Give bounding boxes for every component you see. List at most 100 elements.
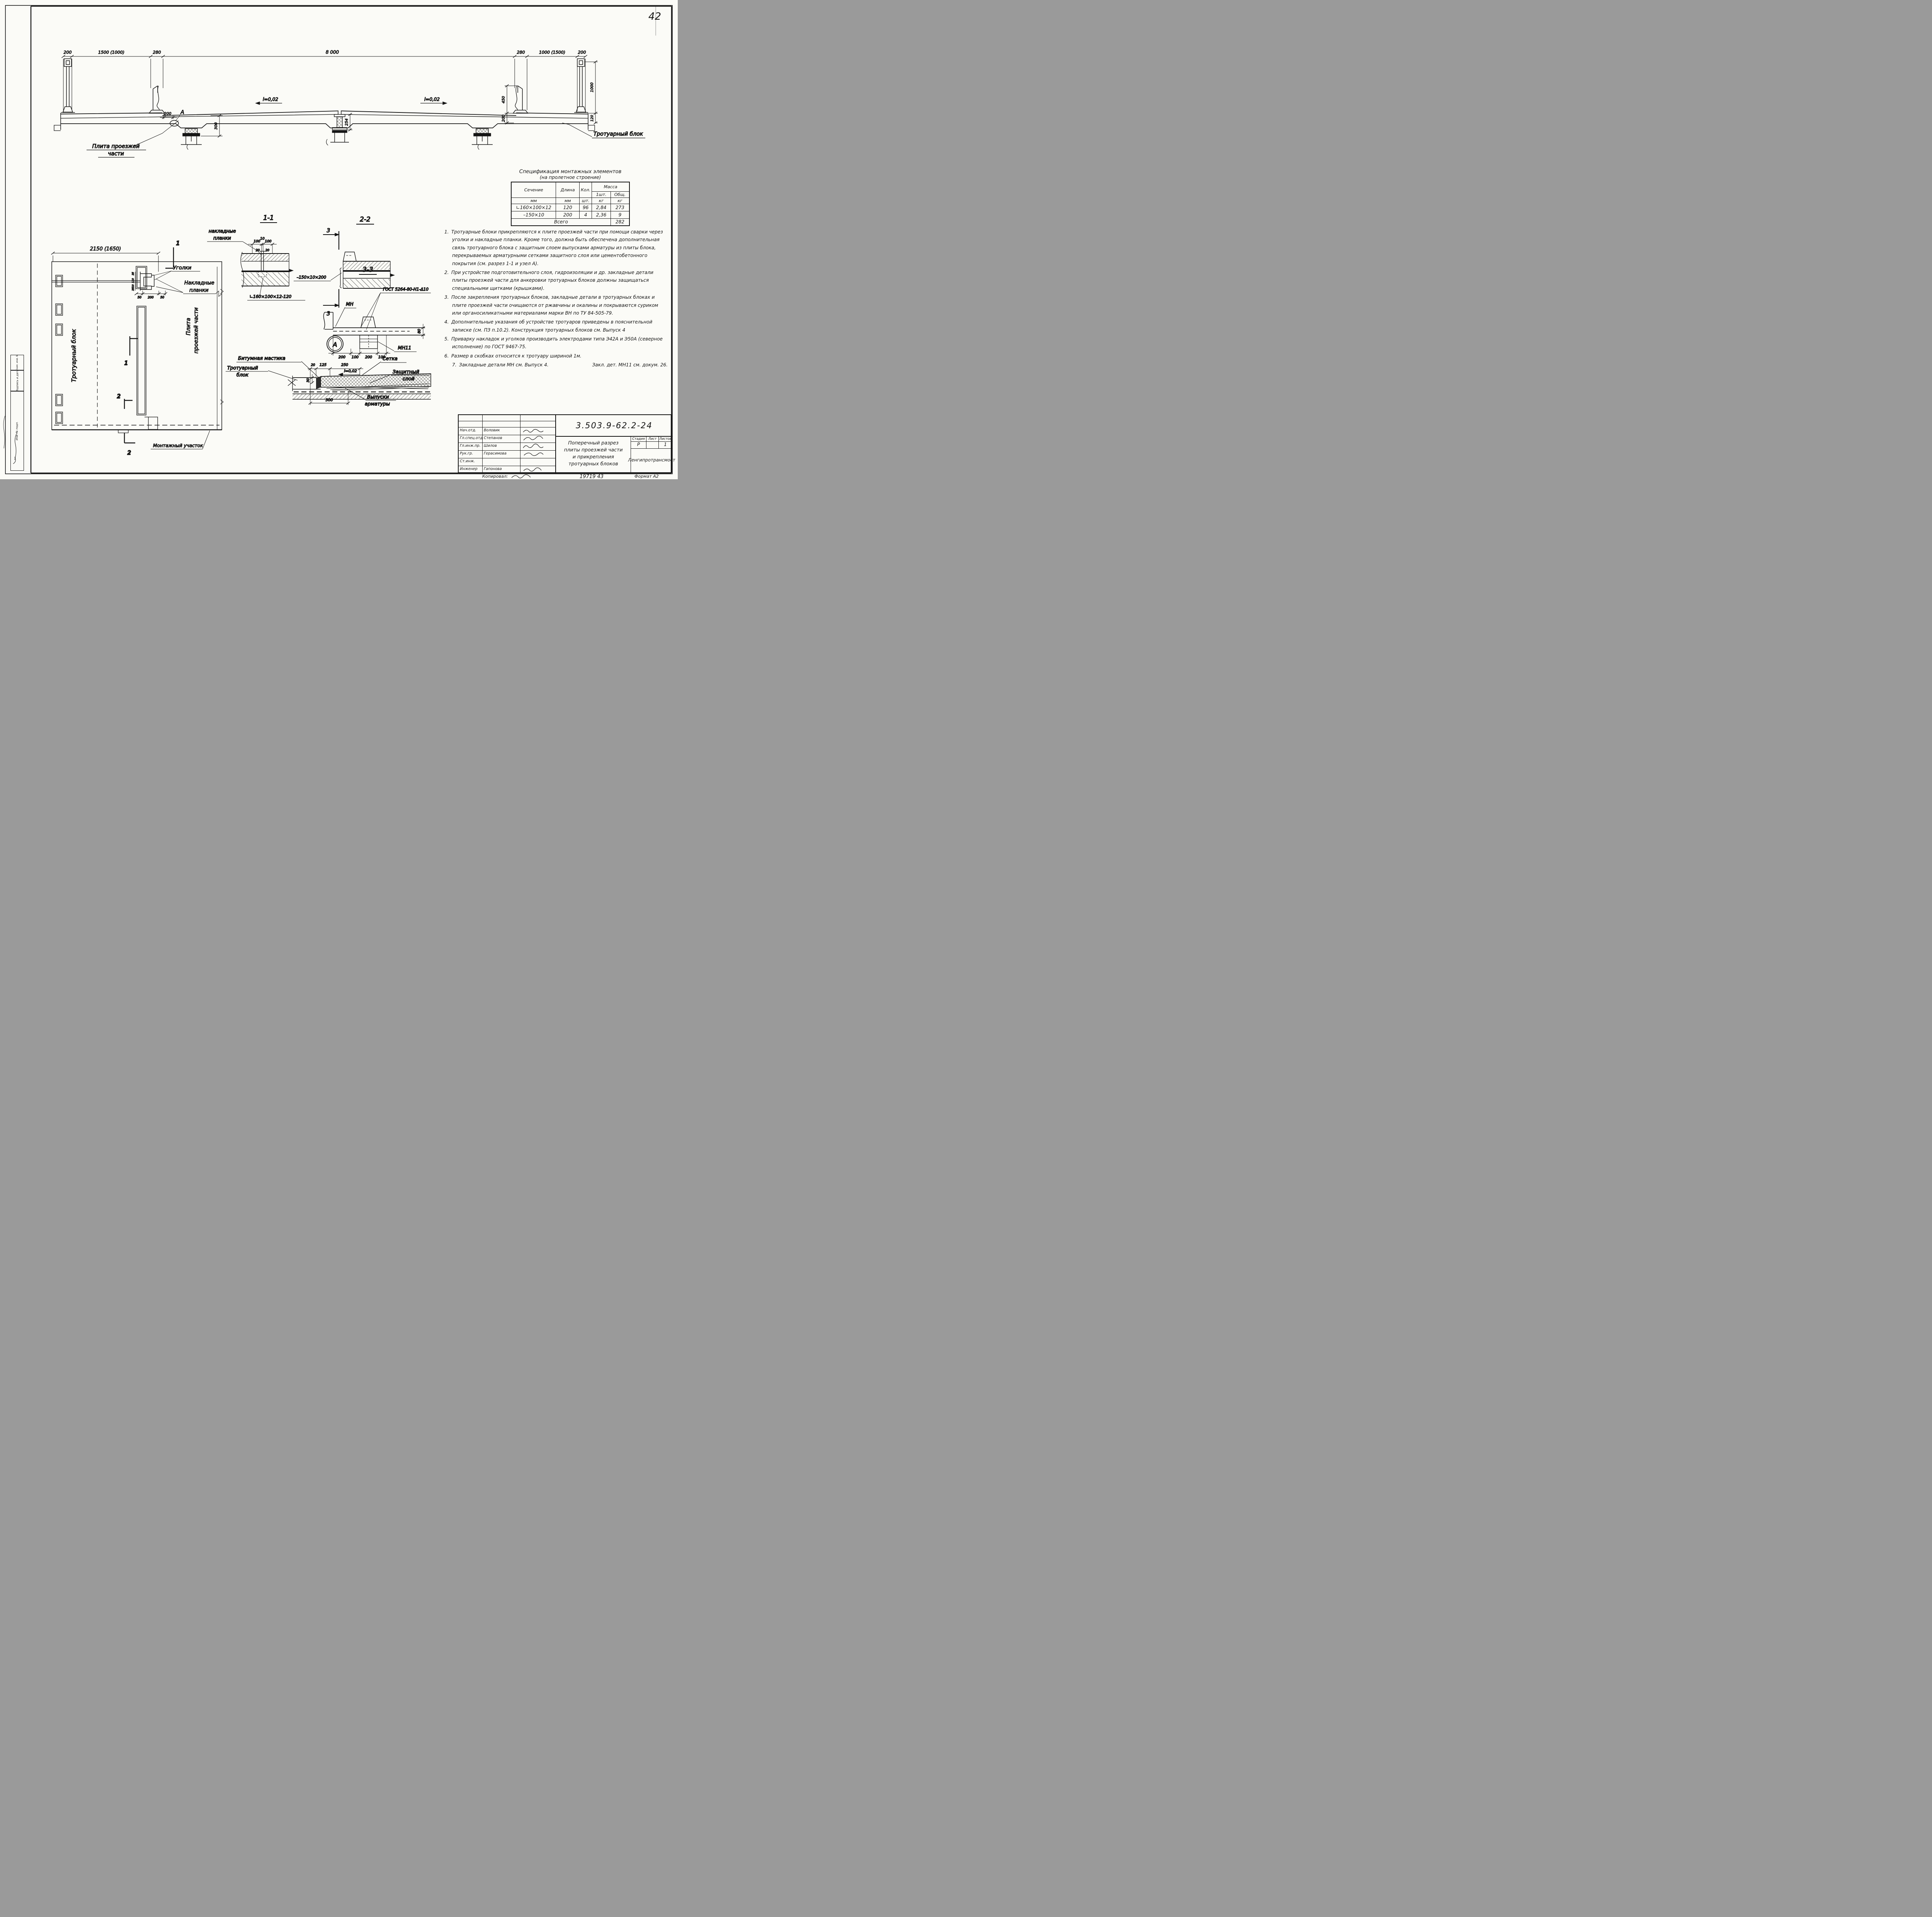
dim: 280 bbox=[153, 50, 161, 55]
detail-2-2: 2-2 3 3 –150×10×200 bbox=[294, 215, 395, 317]
dim-254: 254 bbox=[345, 112, 352, 132]
role-row: Инженер Гапонова bbox=[459, 466, 555, 474]
cell-qty: 96 bbox=[579, 203, 592, 211]
document-number: 3.503.9-62.2-24 bbox=[555, 415, 672, 437]
dim: 450 bbox=[502, 96, 506, 103]
label-zone: Монтажный участок bbox=[153, 443, 203, 448]
cell-total: 273 bbox=[610, 203, 630, 211]
dim: 254 bbox=[345, 118, 349, 126]
label-slab-rot2: проезжей части bbox=[193, 307, 199, 353]
label-plates: планки bbox=[213, 235, 231, 241]
detail-title: 3-3 bbox=[362, 266, 373, 274]
label-plates: накладные bbox=[209, 228, 236, 234]
callout-angle: ∟160×100×12-120 bbox=[250, 294, 292, 299]
dim: 2150 (1650) bbox=[90, 246, 121, 252]
left-sidewalk-wall bbox=[148, 85, 165, 114]
slope-right: i=0,02 bbox=[424, 97, 440, 102]
format-label: Формат А2 bbox=[634, 474, 659, 479]
dim-1000-120: 1000 120 bbox=[585, 60, 598, 125]
note-text: Размер в скобках относится к тротуару ши… bbox=[451, 353, 582, 359]
note-5: 5.Приварку накладок и уголков производит… bbox=[444, 335, 668, 351]
unit: кг bbox=[592, 197, 611, 204]
note-number: 2. bbox=[444, 269, 449, 275]
name: Степанов bbox=[483, 435, 520, 443]
dim: 200 bbox=[164, 112, 171, 116]
name bbox=[483, 458, 520, 466]
cell-total: 9 bbox=[610, 211, 630, 219]
label-block: блок bbox=[236, 372, 248, 378]
detail-title: 2-2 bbox=[360, 216, 371, 223]
copied-signature bbox=[511, 474, 531, 478]
note-number: 4. bbox=[444, 319, 449, 325]
node-A-callout: 200 А bbox=[160, 109, 184, 127]
name: Гапонова bbox=[483, 466, 520, 474]
dim: 200 bbox=[502, 114, 506, 122]
dim: 200 bbox=[365, 355, 372, 359]
cell-section: ∟160×100×12 bbox=[511, 203, 556, 211]
label-layer: слой bbox=[403, 376, 415, 381]
section-label-3: 3 bbox=[327, 311, 330, 317]
note-1: 1.Тротуарные блоки прикрепляются к плите… bbox=[444, 228, 668, 267]
note-number: 5. bbox=[444, 336, 449, 342]
dim: 125 bbox=[320, 363, 327, 367]
slope-left: i=0,02 bbox=[263, 97, 278, 102]
role-row: Рук.гр. Герасимова bbox=[459, 451, 555, 458]
dim: 100 bbox=[253, 240, 260, 243]
dim: 1000 bbox=[590, 82, 594, 92]
label-block-rot: Тротуарный блок bbox=[70, 329, 77, 382]
node-label: А bbox=[333, 341, 337, 348]
section-label-1: 1 bbox=[124, 360, 128, 366]
table-total-row: Всего 282 bbox=[511, 218, 630, 226]
label-weld-gost: ГОСТ 5264-80-Н1-Δ10 bbox=[383, 287, 429, 292]
note-text: 7.Закладные детали МН см. Выпуск 4. bbox=[452, 361, 549, 369]
dim: 100 bbox=[352, 355, 359, 359]
cell-mass1: 2,84 bbox=[592, 203, 611, 211]
dim: 1500 (1000) bbox=[98, 50, 124, 55]
dim: 280 bbox=[517, 50, 525, 55]
signature bbox=[520, 427, 555, 435]
title-line: и прикрепления bbox=[572, 454, 614, 460]
note-text: При устройстве подготовительного слоя, г… bbox=[451, 269, 653, 291]
detail-A: А Битумная мастика Тротуарный блок 20 12… bbox=[226, 335, 431, 407]
signature bbox=[520, 443, 555, 451]
dim: 30 bbox=[306, 378, 310, 383]
col-qty: Кол. bbox=[579, 182, 592, 198]
section-label-2: 2 bbox=[117, 393, 121, 400]
label-outlets: Выпуски bbox=[367, 394, 389, 400]
total-label: Всего bbox=[511, 218, 611, 226]
detail-title: 1-1 bbox=[263, 214, 274, 222]
dim: 200 bbox=[64, 50, 72, 55]
dim: 20 bbox=[265, 249, 269, 252]
unit: мм bbox=[556, 197, 580, 204]
drawing-title: Поперечный разрез плиты проезжей части и… bbox=[555, 437, 631, 474]
bearing-left bbox=[181, 128, 202, 150]
title-block-signatures: Нач.отд. Воловик Гл.спец.отд Степанов Гл… bbox=[459, 415, 555, 474]
spec-table: Сечение Длина Кол. Масса 1шт. Общ. мм мм… bbox=[511, 182, 630, 226]
table-row: –150×10 200 4 2,36 9 bbox=[511, 211, 630, 219]
note-6: 6.Размер в скобках относится к тротуару … bbox=[444, 352, 668, 360]
dim: 110 bbox=[131, 278, 134, 283]
right-sidewalk-wall bbox=[512, 85, 529, 114]
right-railing-post bbox=[574, 58, 588, 113]
dim: 25 bbox=[131, 272, 134, 275]
signature bbox=[520, 458, 555, 466]
note-4: 4.Дополнительные указания об устройстве … bbox=[444, 318, 668, 334]
label-slab-line2: части bbox=[108, 151, 124, 157]
label-plates-line1: Накладные bbox=[184, 280, 214, 286]
dim-300-bearing: 300 bbox=[201, 114, 223, 138]
organization: Ленгипротрансмост bbox=[628, 457, 675, 463]
name: Воловик bbox=[483, 427, 520, 435]
signature bbox=[520, 435, 555, 443]
slope: i=0,02 bbox=[344, 369, 357, 373]
drawing-linework: 200 1500 (1000) 280 8 000 280 1000 (1500… bbox=[3, 5, 673, 474]
note-number: 1. bbox=[444, 229, 449, 235]
plan-labels: Уголки Накладные планки Тротуарный блок … bbox=[70, 265, 222, 449]
stamp-podpis-data: Подпись и дата bbox=[10, 370, 24, 391]
label-plates-line2: планки bbox=[189, 288, 209, 293]
section-label-3: 3 bbox=[327, 228, 330, 234]
drawing-sheet: 200 1500 (1000) 280 8 000 280 1000 (1500… bbox=[0, 0, 678, 479]
label-mesh: Сетка bbox=[383, 356, 398, 361]
label-layer: Защитный bbox=[393, 369, 419, 375]
dim: 10 bbox=[260, 237, 265, 241]
node-label: А bbox=[180, 109, 184, 116]
